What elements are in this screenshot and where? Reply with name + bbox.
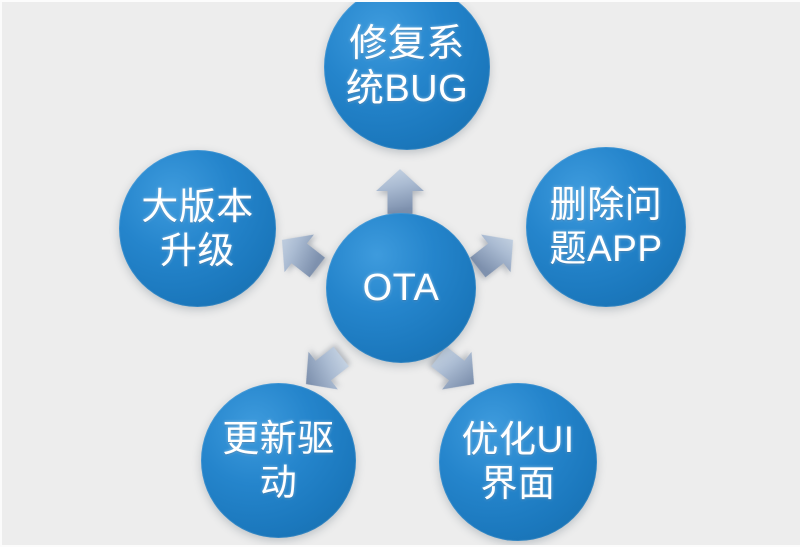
node-update-driver-label: 更新驱 动 (222, 417, 335, 503)
arrow-up-left-icon (264, 218, 337, 291)
node-optimize-ui[interactable]: 优化UI 界面 (439, 383, 597, 541)
arrow-down-left-icon (288, 334, 361, 407)
arrow-up-right-icon (459, 218, 532, 291)
node-fix-system-bug[interactable]: 修复系 统BUG (324, 2, 490, 150)
node-optimize-ui-label: 优化UI 界面 (461, 419, 575, 504)
node-major-upgrade-label: 大版本 升级 (141, 185, 254, 271)
arrow-up-icon (374, 166, 426, 218)
node-ota-center-label: OTA (362, 266, 440, 309)
node-delete-problem-app-label: 删除问 题APP (549, 184, 663, 269)
node-update-driver[interactable]: 更新驱 动 (201, 383, 356, 538)
node-major-upgrade[interactable]: 大版本 升级 (119, 150, 276, 307)
arrow-down-right-icon (420, 334, 493, 407)
node-delete-problem-app[interactable]: 删除问 题APP (526, 147, 686, 307)
node-ota-center[interactable]: OTA (326, 213, 476, 363)
node-fix-system-bug-label: 修复系 统BUG (345, 23, 469, 110)
